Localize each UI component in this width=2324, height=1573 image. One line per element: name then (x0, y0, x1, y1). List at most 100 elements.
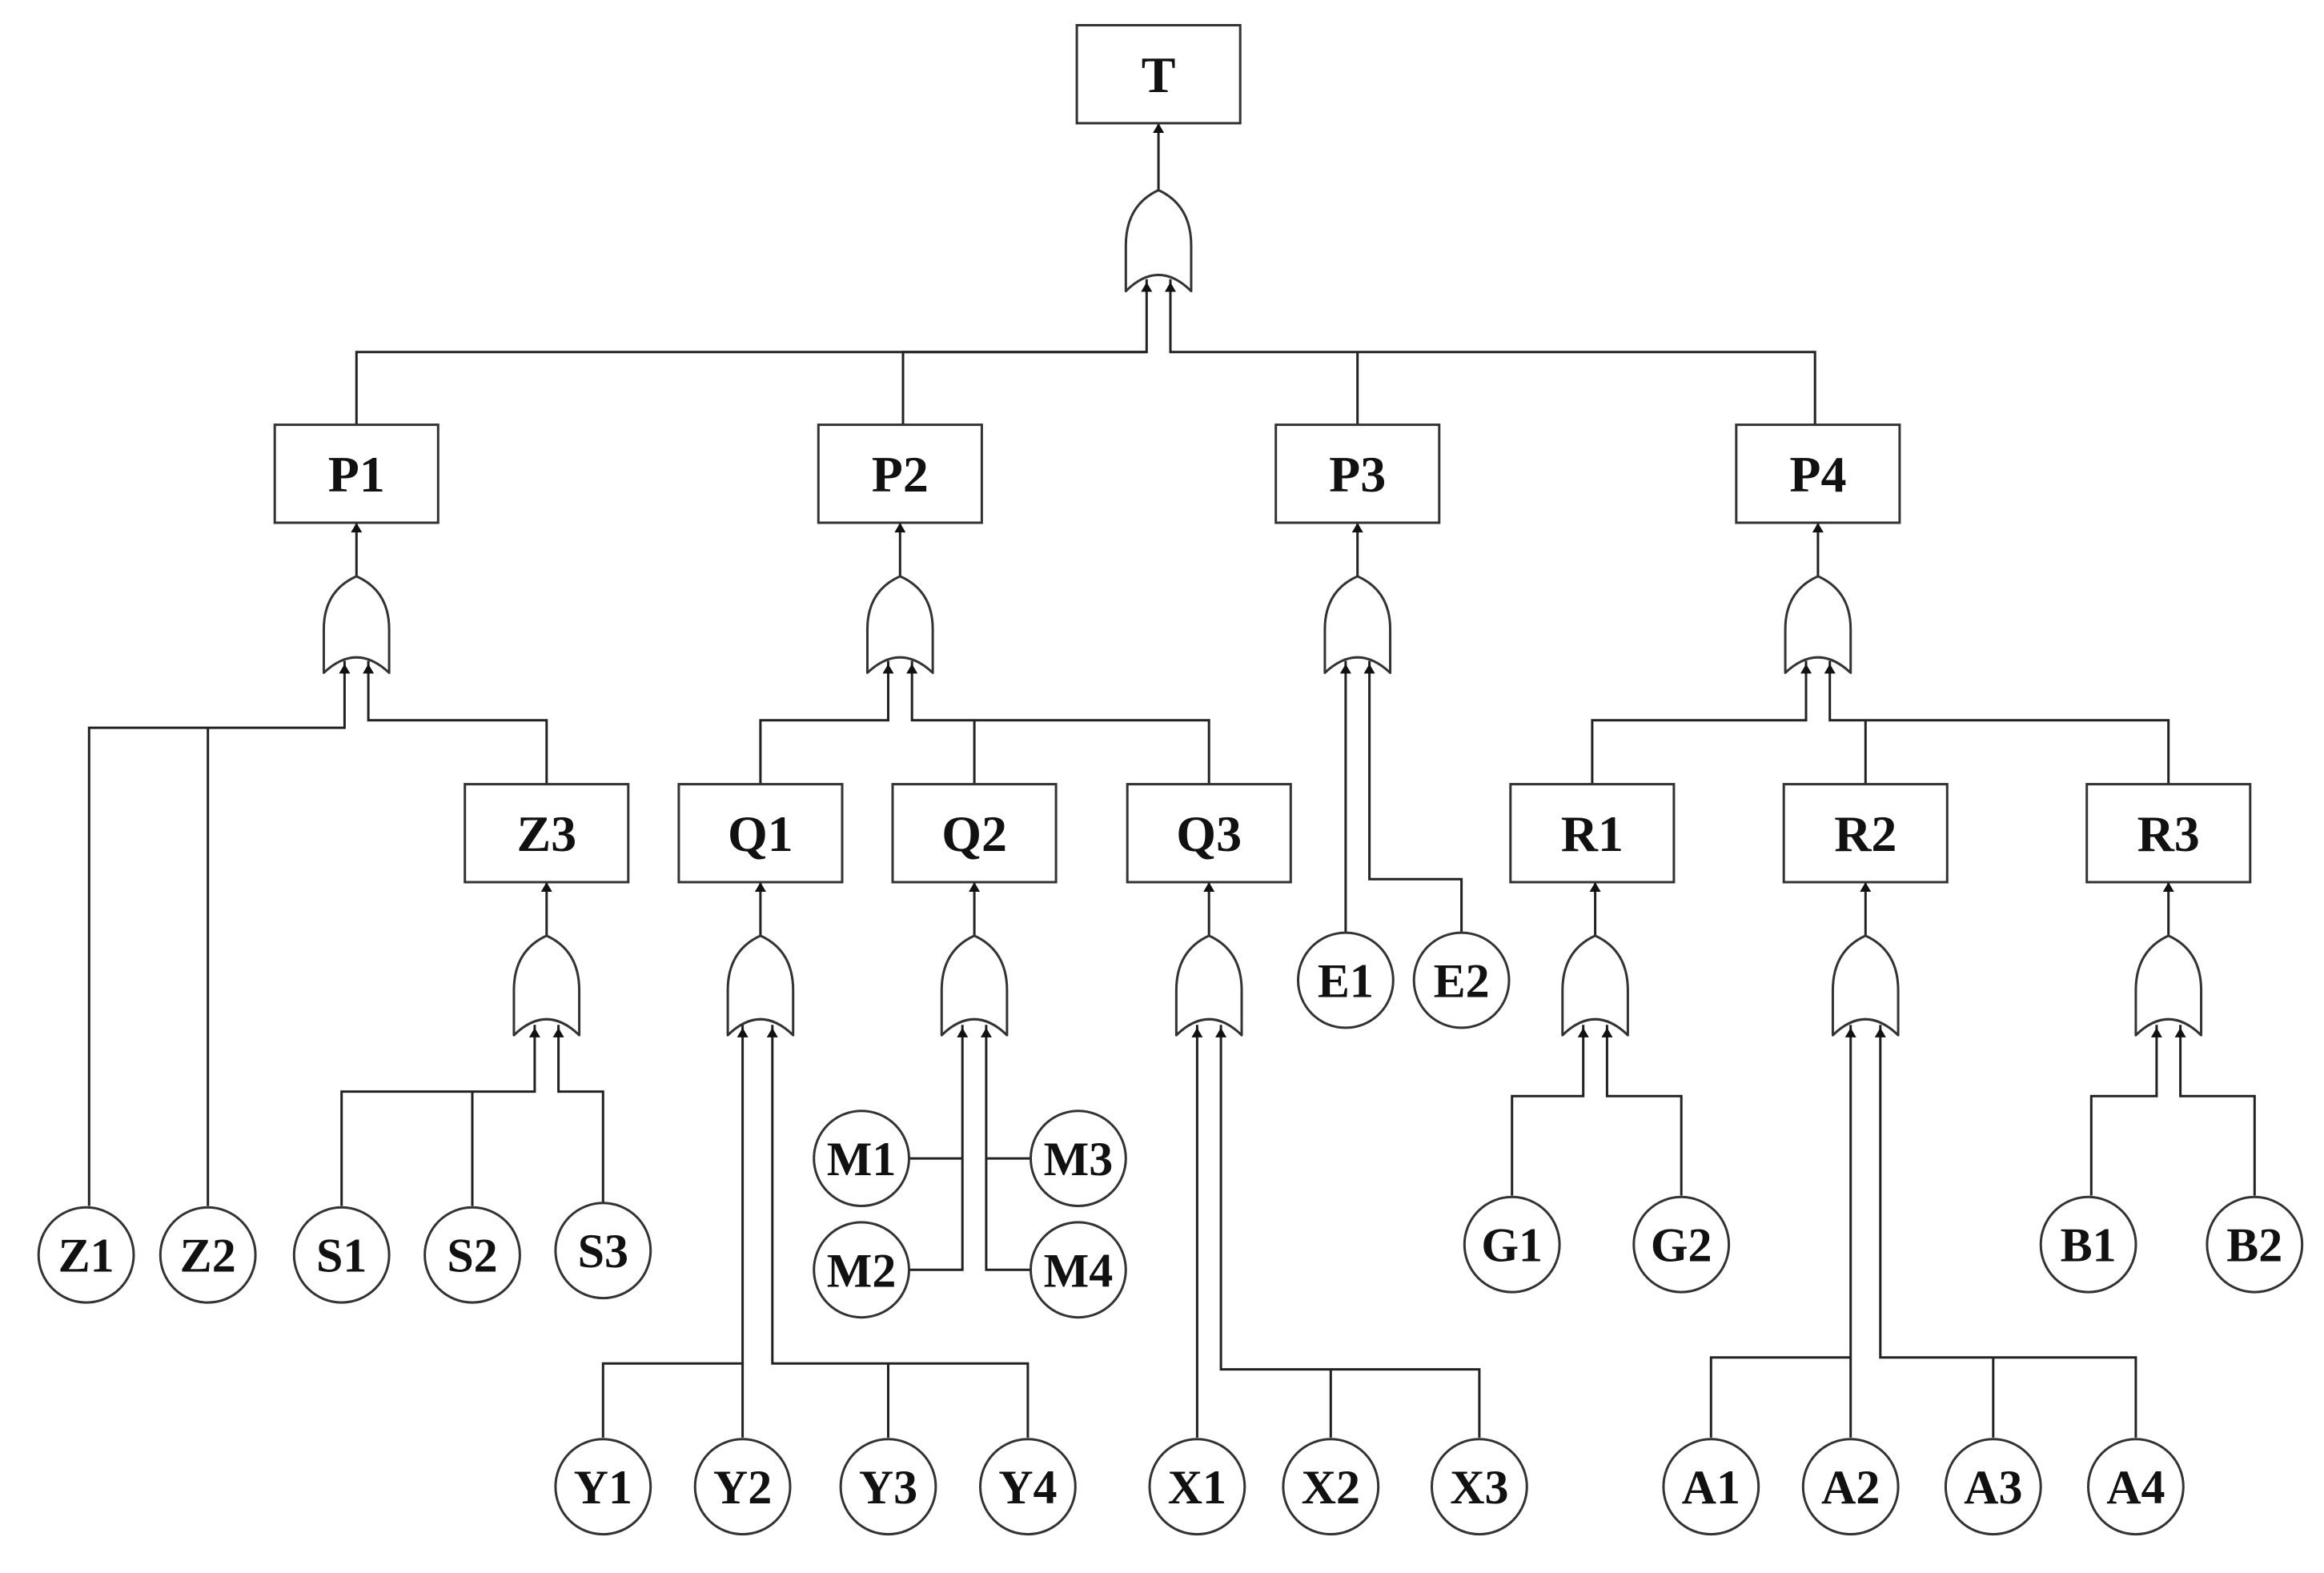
basic-event-label: Y1 (574, 1461, 632, 1514)
event-box-q1: Q1 (677, 783, 844, 884)
arrowhead (1141, 282, 1153, 292)
or-gate (1176, 936, 1242, 1035)
arrowhead (980, 1027, 992, 1037)
arrowhead (1874, 1027, 1886, 1037)
or-gate (1126, 190, 1191, 291)
event-box-r2: R2 (1782, 783, 1949, 884)
connector-line (1605, 1025, 1683, 1196)
arrowhead (1844, 1027, 1856, 1037)
basic-event-y3: Y3 (839, 1438, 937, 1536)
basic-event-label: A4 (2106, 1461, 2165, 1514)
basic-event-label: Y2 (713, 1461, 772, 1514)
arrowhead (540, 882, 552, 893)
arrowhead (1153, 122, 1165, 133)
basic-event-label: Z2 (180, 1230, 236, 1282)
event-box-p1: P1 (273, 423, 440, 524)
basic-event-e2: E2 (1412, 931, 1511, 1029)
basic-event-x3: X3 (1431, 1438, 1528, 1536)
connector-line (367, 660, 548, 784)
basic-event-label: A1 (1682, 1461, 1740, 1514)
event-box-z3: Z3 (464, 783, 630, 884)
connector-line (1169, 279, 1816, 425)
connector-line (1219, 1025, 1481, 1438)
arrowhead (1215, 1027, 1227, 1037)
basic-event-b2: B2 (2206, 1195, 2304, 1294)
connector-line (901, 351, 1147, 425)
basic-event-label: M1 (827, 1133, 897, 1186)
basic-event-s2: S2 (423, 1206, 521, 1304)
or-gate (1563, 936, 1628, 1035)
basic-event-label: G2 (1651, 1219, 1712, 1272)
connector-line (355, 279, 1148, 425)
connector-line (771, 1025, 1030, 1438)
event-label: R2 (1834, 805, 1897, 862)
arrowhead (1577, 1027, 1589, 1037)
basic-event-g1: G1 (1463, 1195, 1561, 1294)
or-gate (1325, 576, 1391, 673)
arrowhead (882, 664, 894, 674)
event-box-p4: P4 (1735, 423, 1901, 524)
arrowhead (1824, 664, 1836, 674)
basic-event-label: S3 (578, 1225, 628, 1278)
connector-line (557, 1025, 604, 1206)
connector-line (909, 1025, 964, 1271)
connector-line (759, 660, 889, 784)
basic-event-label: M2 (827, 1244, 897, 1297)
or-gate (514, 936, 580, 1035)
or-gate (1785, 576, 1851, 673)
connector-line (1879, 1025, 2137, 1438)
connector-line (601, 1025, 745, 1438)
basic-event-b1: B1 (2039, 1195, 2137, 1294)
or-gate (2136, 936, 2202, 1035)
event-box-p2: P2 (817, 423, 983, 524)
arrowhead (363, 664, 375, 674)
basic-event-label: Z1 (58, 1230, 114, 1282)
arrowhead (1860, 882, 1872, 893)
arrowhead (1363, 664, 1375, 674)
basic-event-label: Y3 (859, 1461, 917, 1514)
arrowhead (957, 1027, 969, 1037)
arrowhead (351, 523, 363, 533)
or-gate (1832, 936, 1898, 1035)
basic-event-a1: A1 (1662, 1438, 1760, 1536)
connector-line (1511, 1025, 1585, 1196)
basic-event-label: A3 (1964, 1461, 2022, 1514)
arrowhead (552, 1027, 564, 1037)
arrowhead (1339, 664, 1351, 674)
connector-line (1828, 660, 2170, 784)
event-box-r1: R1 (1509, 783, 1676, 884)
arrowhead (906, 664, 918, 674)
event-box-p3: P3 (1274, 423, 1441, 524)
connector-arrows (339, 122, 2186, 1037)
arrowhead (1351, 523, 1363, 533)
basic-event-x1: X1 (1148, 1438, 1246, 1536)
or-gate (867, 576, 933, 673)
event-label: P3 (1329, 446, 1386, 503)
arrowhead (766, 1027, 778, 1037)
arrowhead (2150, 1027, 2162, 1037)
arrowhead (2174, 1027, 2186, 1037)
or-gates (323, 190, 2201, 1035)
connector-line (87, 660, 346, 1206)
event-label: P2 (872, 446, 929, 503)
event-box-q2: Q2 (891, 783, 1058, 884)
event-label: P1 (328, 446, 385, 503)
arrowhead (754, 882, 766, 893)
event-label: R1 (1561, 805, 1624, 862)
basic-event-label: M4 (1044, 1244, 1114, 1297)
connector-line (985, 1025, 1037, 1271)
basic-event-y1: Y1 (554, 1438, 652, 1536)
event-label: Q3 (1176, 805, 1242, 862)
arrowhead (1800, 664, 1812, 674)
arrowhead (2162, 882, 2174, 893)
basic-event-s1: S1 (292, 1206, 391, 1304)
basic-event-g2: G2 (1632, 1195, 1731, 1294)
arrowhead (339, 664, 351, 674)
basic-event-a4: A4 (2087, 1438, 2185, 1536)
event-box-q3: Q3 (1126, 783, 1292, 884)
basic-event-m3: M3 (1030, 1110, 1127, 1207)
basic-event-label: M3 (1044, 1133, 1114, 1186)
basic-event-s3: S3 (554, 1202, 652, 1300)
basic-event-label: X1 (1168, 1461, 1226, 1514)
